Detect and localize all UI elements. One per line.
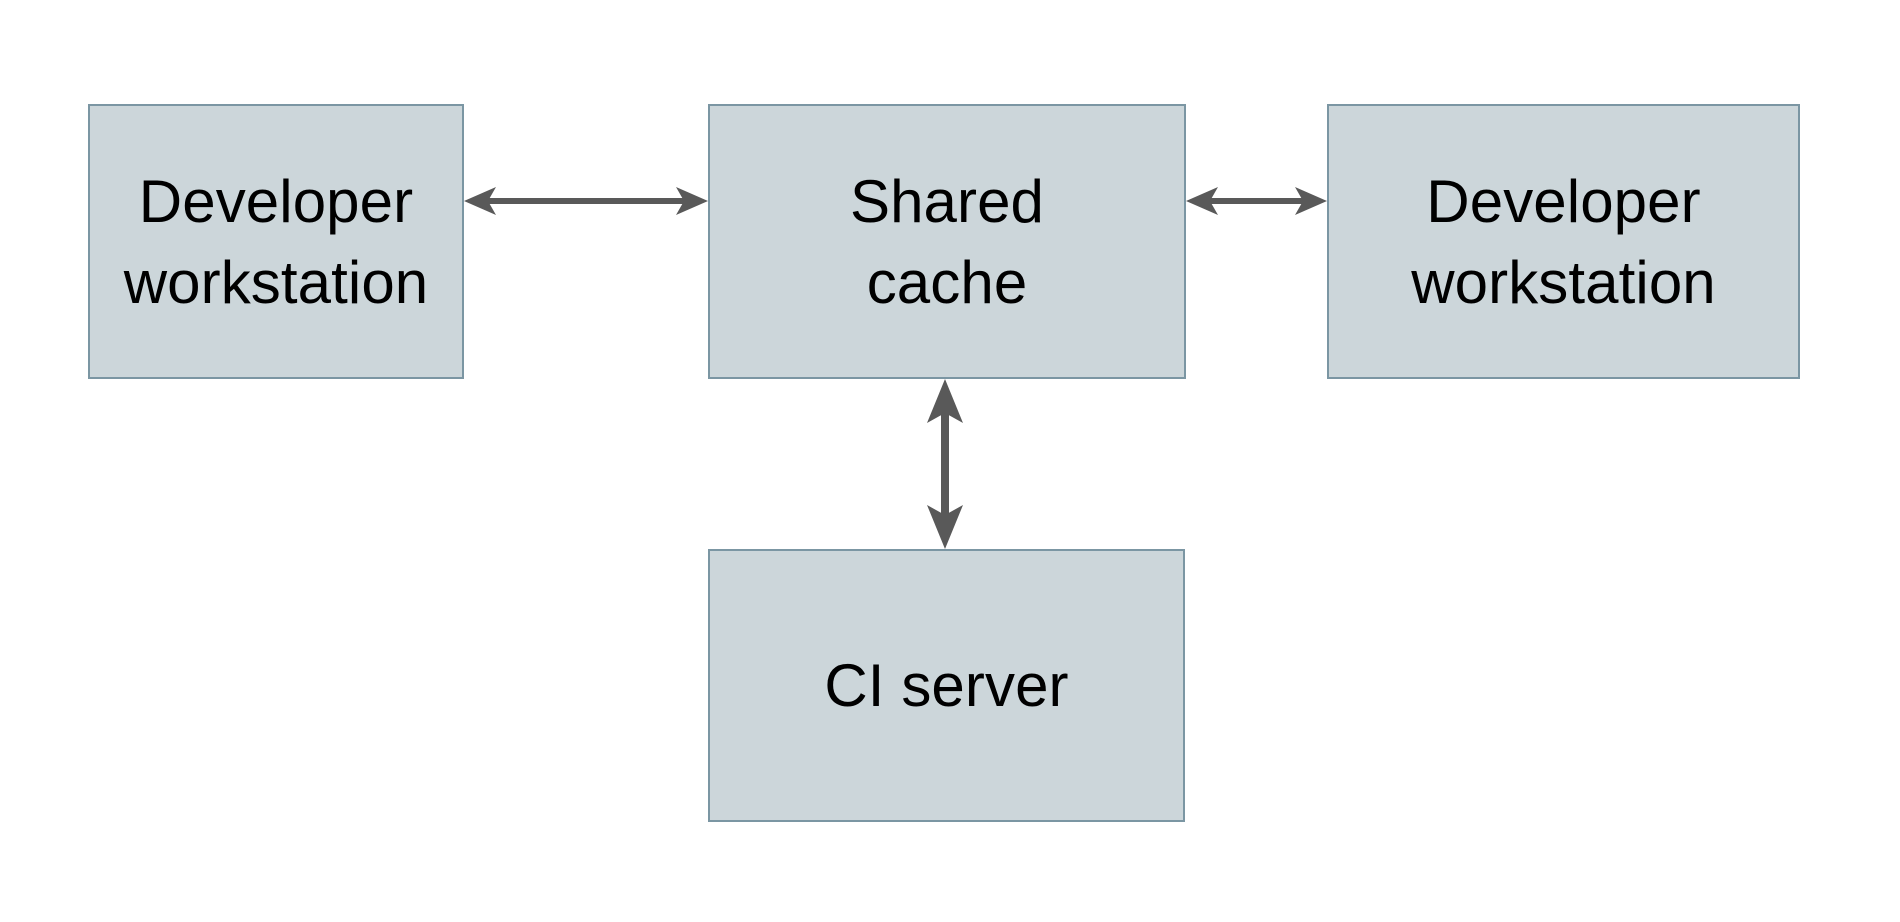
arrowhead-up-icon bbox=[927, 379, 963, 423]
node-developer-workstation-right[interactable]: Developer workstation bbox=[1327, 104, 1800, 379]
node-ci-server[interactable]: CI server bbox=[708, 549, 1185, 822]
node-label: Shared cache bbox=[849, 167, 1045, 316]
connector-dev-left-to-shared-cache bbox=[462, 176, 710, 226]
node-shared-cache[interactable]: Shared cache bbox=[708, 104, 1186, 379]
node-developer-workstation-left[interactable]: Developer workstation bbox=[88, 104, 464, 379]
arrowhead-right-icon bbox=[1295, 187, 1327, 215]
arrowhead-right-icon bbox=[676, 187, 708, 215]
node-label: Developer workstation bbox=[123, 167, 429, 316]
arrowhead-down-icon bbox=[927, 505, 963, 549]
connector-shared-cache-to-dev-right bbox=[1184, 176, 1329, 226]
arrowhead-left-icon bbox=[1186, 187, 1218, 215]
node-label: CI server bbox=[824, 652, 1069, 719]
arrowhead-left-icon bbox=[464, 187, 496, 215]
node-label: Developer workstation bbox=[1411, 167, 1716, 316]
connector-shared-cache-to-ci-server bbox=[920, 377, 970, 551]
